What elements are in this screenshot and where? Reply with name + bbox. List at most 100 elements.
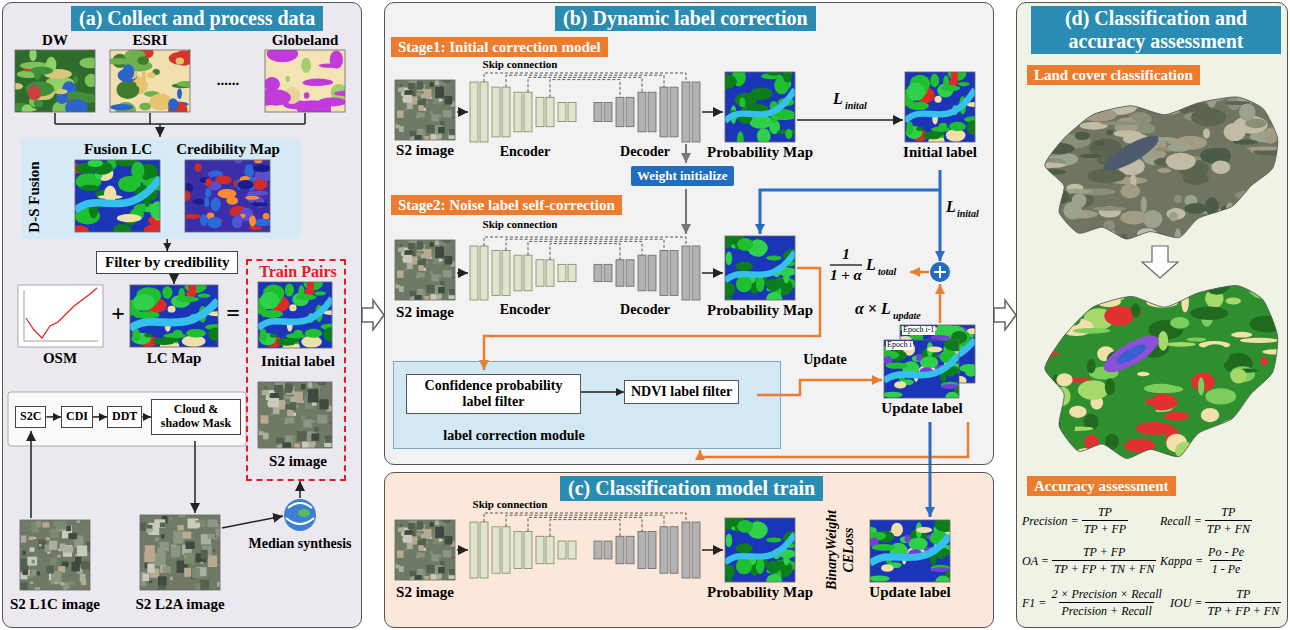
land-patch	[1169, 212, 1178, 222]
connector-arrow	[166, 239, 168, 251]
land-patch	[260, 292, 279, 309]
decoder-block	[692, 82, 700, 142]
image-pixel	[144, 552, 155, 562]
river	[258, 299, 332, 329]
land-patch	[1146, 296, 1178, 308]
decoder-block	[638, 532, 646, 569]
land-patch	[30, 67, 53, 75]
image-pixel	[452, 276, 454, 278]
formula-term: OA =	[1022, 554, 1049, 568]
land-patch	[927, 346, 942, 352]
box-label: Train Pairs	[259, 263, 336, 281]
fraction: TPTP + FN	[1205, 505, 1252, 537]
arrow	[173, 276, 175, 284]
land-patch	[1057, 190, 1069, 204]
lc-map	[130, 285, 218, 347]
image-pixel	[415, 295, 422, 300]
land-patch	[1069, 406, 1087, 418]
image-pixel	[400, 84, 402, 87]
lake	[1114, 341, 1148, 367]
land-patch	[785, 129, 792, 139]
land-patch	[307, 282, 314, 292]
image-pixel	[439, 99, 443, 102]
image-pixel	[195, 523, 200, 528]
image-pixel	[313, 420, 315, 423]
image-pixel	[435, 87, 444, 98]
osm-line	[26, 288, 97, 338]
update-label-map	[884, 340, 959, 398]
gee-logo-mark	[298, 509, 310, 517]
panel: (a) Collect and process dataFusion LCCre…	[2, 2, 362, 628]
text-label: Skip connection	[483, 218, 558, 231]
image-frame	[725, 518, 795, 582]
text-label: L	[833, 90, 843, 108]
land-patch	[1111, 280, 1131, 295]
land-patch	[1259, 89, 1286, 101]
land-patch	[945, 392, 959, 398]
land-patch	[162, 286, 172, 299]
arrow	[760, 190, 940, 234]
land-patch	[265, 77, 280, 91]
land-patch	[1144, 384, 1177, 393]
formula-term: IOU =	[1170, 596, 1202, 610]
encoder-block	[568, 102, 576, 121]
formula-term: TP + FP	[1082, 520, 1129, 536]
image-pixel	[30, 582, 33, 584]
image-pixel	[208, 534, 216, 539]
hollow-arrow	[994, 300, 1016, 330]
land-patch	[1204, 274, 1229, 294]
image-pixel	[445, 256, 453, 265]
image-pixel	[263, 433, 269, 440]
image-pixel	[39, 559, 41, 561]
classified-country-map	[1023, 272, 1290, 469]
arrow	[457, 549, 468, 551]
section-tag: Accuracy assessment	[1027, 476, 1176, 496]
land-patch	[725, 74, 737, 89]
fraction: TP + FPTP + FP + TN + FN	[1052, 545, 1157, 577]
land-patch	[1075, 132, 1090, 140]
image-pixel	[177, 525, 183, 530]
box-label: Filter by credibility	[105, 254, 229, 271]
lake	[1100, 130, 1163, 177]
river	[130, 301, 218, 329]
image-pixel	[417, 81, 423, 89]
land-patch	[1053, 119, 1061, 135]
text-label: α × L	[855, 300, 891, 318]
land-patch	[1120, 211, 1147, 225]
land-patch	[1249, 280, 1287, 299]
decoder-block	[648, 532, 656, 569]
box-label: S2 image	[269, 453, 327, 470]
text-label: DW	[42, 32, 68, 49]
arrow	[939, 284, 942, 323]
land-patch	[1205, 197, 1219, 215]
land-patch	[1113, 130, 1141, 137]
land-patch	[263, 213, 270, 220]
decoder-block	[670, 251, 678, 296]
text-label: 1	[842, 246, 850, 263]
encoder-block	[502, 87, 510, 137]
river	[75, 178, 160, 210]
land-patch	[1047, 101, 1062, 116]
text-label: Encoder	[500, 144, 551, 160]
gee-logo-mark	[286, 503, 314, 524]
land-patch	[208, 217, 222, 229]
image-pixel	[274, 385, 283, 392]
encoder-block	[546, 536, 554, 563]
land-patch	[1073, 328, 1111, 334]
land-patch	[1211, 160, 1230, 174]
land-patch	[766, 278, 780, 291]
land-patch	[725, 236, 735, 246]
image-pixel	[432, 114, 439, 121]
lake	[1099, 329, 1164, 379]
image-pixel	[398, 528, 404, 532]
land-patch	[80, 185, 100, 191]
land-patch	[906, 122, 913, 136]
land-patch	[756, 558, 764, 574]
land-patch	[1243, 423, 1277, 444]
land-patch	[294, 330, 303, 337]
text-label: L	[866, 256, 876, 274]
land-patch	[1166, 342, 1196, 347]
filter-box: Confidence probability label filter	[406, 374, 581, 414]
s2-image	[395, 520, 455, 580]
land-patch	[737, 520, 753, 533]
